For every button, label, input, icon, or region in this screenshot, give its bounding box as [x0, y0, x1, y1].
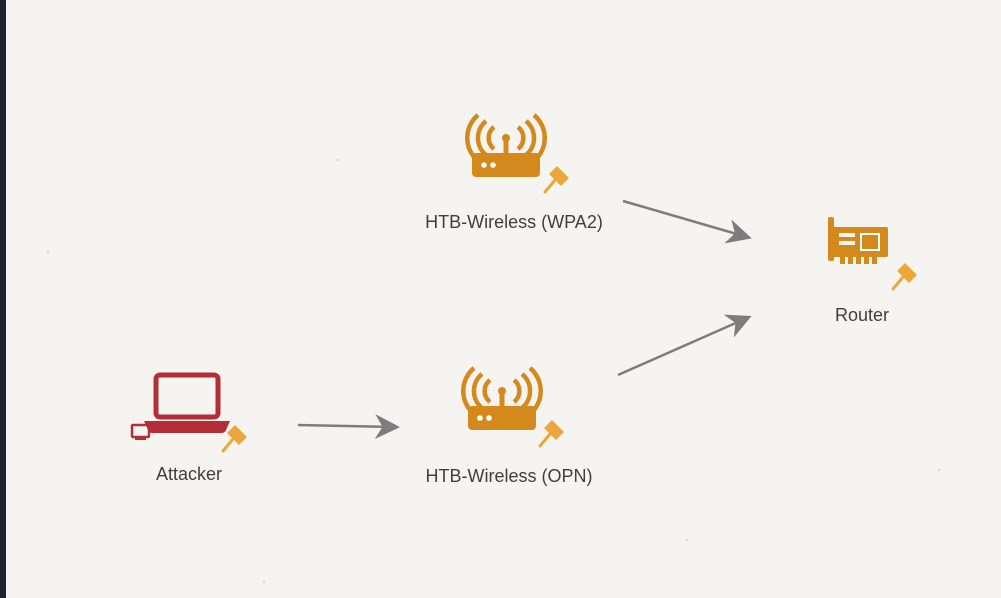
node-wpa2[interactable]: HTB-Wireless (WPA2) [425, 113, 603, 232]
node-label-attacker: Attacker [156, 464, 222, 484]
network-card-icon [828, 217, 888, 264]
edge-attacker-to-opn [297, 414, 400, 440]
node-router[interactable]: Router [828, 217, 919, 325]
pin-icon [221, 423, 249, 453]
node-opn[interactable]: HTB-Wireless (OPN) [426, 366, 593, 486]
pin-icon [543, 164, 571, 194]
network-diagram: HTB-Wireless (WPA2) HTB-Wireless (OPN) [47, 113, 940, 583]
node-label-opn: HTB-Wireless (OPN) [426, 466, 593, 486]
canvas-speckles [47, 159, 940, 583]
wireless-router-icon [465, 113, 547, 177]
edge-opn-to-router [617, 314, 752, 377]
node-attacker[interactable]: Attacker [130, 372, 249, 484]
node-label-router: Router [835, 305, 889, 325]
pin-icon [538, 418, 566, 448]
diagram-canvas: HTB-Wireless (WPA2) HTB-Wireless (OPN) [6, 0, 1001, 598]
wireless-router-icon [461, 366, 543, 430]
edge-wpa2-to-router [622, 199, 752, 244]
node-label-wpa2: HTB-Wireless (WPA2) [425, 212, 603, 232]
laptop-icon [130, 372, 230, 440]
pin-icon [891, 261, 919, 291]
